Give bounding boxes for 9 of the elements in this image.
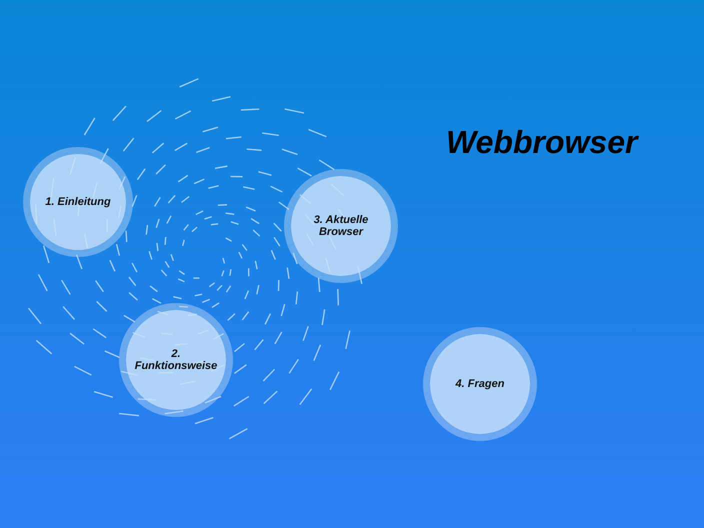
topic-circle: [30, 154, 126, 250]
topic-circle: [291, 176, 391, 276]
title: Webbrowser: [446, 124, 638, 161]
topic-label: 3. Aktuelle Browser: [312, 214, 370, 238]
topic-label: 4. Fragen: [454, 378, 506, 390]
topic-label: 2. Funktionsweise: [134, 348, 218, 372]
topic-circle: [126, 310, 226, 410]
topic-circle: [430, 334, 530, 434]
topic-label: 1. Einleitung: [44, 196, 112, 208]
